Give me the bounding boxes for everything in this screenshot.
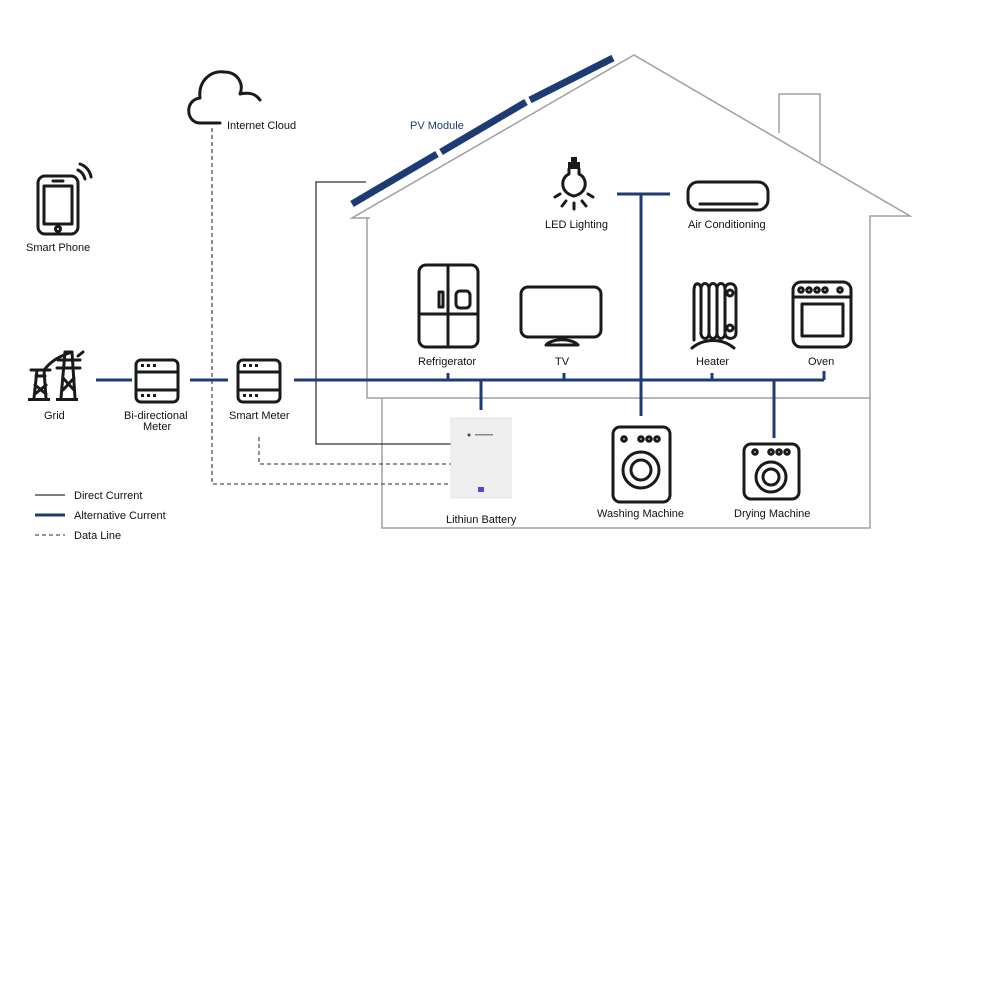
bidirectional-meter-icon[interactable] [134, 358, 180, 404]
lithium-battery-label: Lithiun Battery [446, 514, 517, 526]
oven-label: Oven [808, 356, 834, 368]
smart-meter-icon[interactable] [236, 358, 282, 404]
bidirectional-meter-label-line1: Bi-directional [124, 410, 188, 422]
washing-machine-label: Washing Machine [597, 508, 684, 520]
tv-icon[interactable] [519, 285, 603, 347]
air-conditioner-icon[interactable] [686, 180, 770, 212]
washing-machine-icon[interactable] [611, 425, 672, 504]
pv-panel [528, 54, 615, 104]
power-tower-icon[interactable] [28, 350, 85, 401]
data-line-meter-battery [258, 437, 453, 465]
legend-alternative-current-label: Alternative Current [74, 510, 166, 522]
chimney [778, 93, 821, 162]
battery-indicator [478, 487, 484, 492]
pv-panel [439, 98, 528, 156]
heater-icon[interactable] [690, 282, 738, 350]
pv-panel [350, 150, 439, 208]
smartphone-icon[interactable] [36, 162, 93, 236]
light-bulb-icon[interactable] [553, 157, 595, 211]
legend-direct-current-label: Direct Current [74, 490, 142, 502]
drying-machine-icon[interactable] [742, 442, 801, 501]
pv-module-label: PV Module [410, 120, 464, 132]
legend-data-line-label: Data Line [74, 530, 121, 542]
lithium-battery[interactable] [450, 417, 512, 499]
pv-module[interactable] [350, 54, 615, 208]
direct-current-line [315, 181, 453, 445]
battery-logo-icon [467, 433, 471, 437]
refrigerator-icon[interactable] [417, 263, 480, 349]
air-conditioning-label: Air Conditioning [688, 219, 766, 231]
smart-phone-label: Smart Phone [26, 242, 90, 254]
internet-cloud-label: Internet Cloud [227, 120, 296, 132]
oven-icon[interactable] [791, 280, 853, 349]
led-lighting-label: LED Lighting [545, 219, 608, 231]
battery-body [450, 417, 512, 499]
legend: Direct Current Alternative Current Data … [35, 490, 166, 542]
house-upper-outline [349, 54, 913, 399]
heater-label: Heater [696, 356, 729, 368]
tv-label: TV [555, 356, 570, 368]
alternative-current-lines [96, 192, 826, 438]
smart-meter-label: Smart Meter [229, 410, 290, 422]
drying-machine-label: Drying Machine [734, 508, 810, 520]
house-basement-outline [381, 398, 871, 529]
cloud-icon[interactable] [187, 70, 262, 125]
grid-label: Grid [44, 410, 65, 422]
battery-brand-text [475, 434, 493, 436]
refrigerator-label: Refrigerator [418, 356, 476, 368]
house-outline [349, 54, 913, 529]
bidirectional-meter-label-line2: Meter [143, 421, 171, 433]
